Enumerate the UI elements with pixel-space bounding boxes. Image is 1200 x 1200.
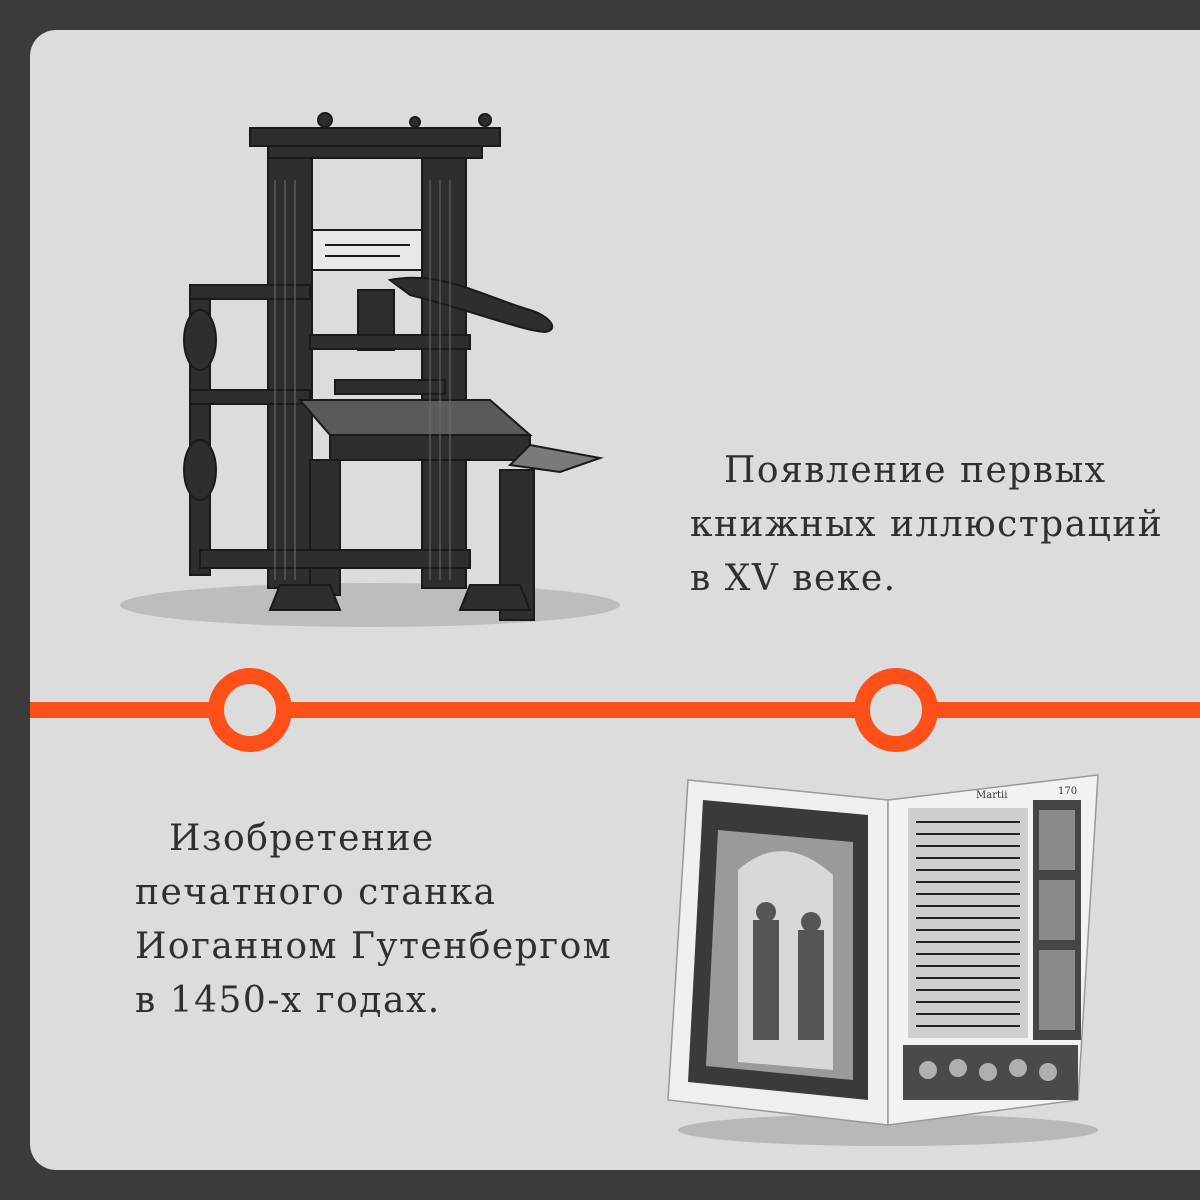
caption-printing-press-invention: Изобретение печатного станка Иоганном Гу… [135,812,612,1028]
caption-line: Изобретение [169,818,435,859]
caption-line: Иоганном Гутенбергом [135,926,613,967]
timeline-node-icon [208,668,292,752]
caption-line: в XV веке. [690,558,897,599]
caption-line: Появление первых [724,450,1107,491]
timeline [30,668,1200,752]
caption-line: книжных иллюстраций [690,504,1164,545]
caption-line: в 1450-х годах. [135,980,441,1021]
caption-first-illustrations: Появление первых книжных иллюстраций в X… [690,444,1163,606]
caption-line: печатного станка [135,872,497,913]
content-card: Появление первых книжных иллюстраций в X… [30,30,1200,1170]
book-page-label: Martii [976,790,1007,801]
timeline-node-icon [854,668,938,752]
medieval-book-illustration: Martii 170 [667,774,1099,1146]
book-page-number: 170 [1058,786,1077,797]
printing-press-illustration [120,112,620,627]
